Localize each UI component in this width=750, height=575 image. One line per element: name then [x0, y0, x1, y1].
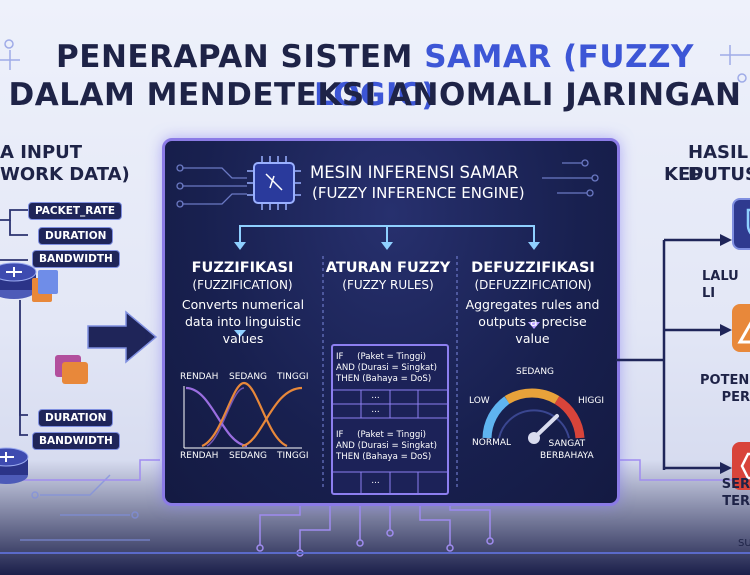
fuzz-top-label-rendah: RENDAH — [180, 372, 219, 382]
gauge-label-low: LOW — [469, 396, 490, 406]
fuzz-bottom-label-tinggi: TINGGI — [277, 451, 309, 461]
output-footer: SU — [738, 538, 750, 549]
fuzzification-desc: Converts numerical data into linguistic … — [181, 297, 305, 346]
gauge-label-high: HIGGI — [578, 396, 605, 406]
output-warning-icon — [732, 304, 750, 352]
engine-subtitle: (FUZZY INFERENCE ENGINE) — [312, 184, 525, 202]
input-label-packet-rate: PACKET_RATE — [28, 202, 123, 220]
output-title: HASIL D — [688, 142, 749, 185]
input-title: A INPUT — [0, 142, 83, 163]
fuzz-top-label-sedang: SEDANG — [229, 372, 268, 382]
gauge-label-sedang: SEDANG — [516, 367, 555, 377]
output-alert-icon — [732, 442, 750, 490]
fuzz-top-label-tinggi: TINGGI — [277, 372, 309, 382]
engine-title: MESIN INFERENSI SAMAR — [310, 163, 519, 182]
rules-heading: ATURAN FUZZY — [325, 260, 451, 276]
rules-sub: (FUZZY RULES) — [342, 278, 434, 292]
output-label-potential: POTENS PER — [700, 373, 750, 405]
input-label-bandwidth-2: BANDWIDTH — [32, 432, 120, 450]
input-arrow-icon — [87, 310, 158, 364]
input-label-bandwidth: BANDWIDTH — [32, 250, 120, 268]
fuzz-bottom-label-rendah: RENDAH — [180, 451, 219, 461]
defuzzification-sub: (DEFUZZIFICATION) — [474, 278, 592, 292]
gauge-icon — [482, 388, 585, 444]
input-label-duration: DURATION — [38, 227, 114, 245]
rules-table: IF (Paket = Tinggi) AND (Durasi = Singka… — [331, 344, 449, 495]
title-line2: DALAM MENDETEKSI ANOMALI JARINGAN — [8, 77, 742, 113]
defuzzification-heading: DEFUZZIFIKASI — [471, 260, 595, 276]
gauge-label-normal: NORMAL — [472, 438, 512, 448]
input-label-duration-2: DURATION — [38, 409, 114, 427]
input-connections — [0, 209, 88, 484]
title-line1-a: PENERAPAN SISTEM — [56, 39, 425, 75]
fuzzification-heading: FUZZIFIKASI — [191, 260, 294, 276]
title-line1-highlight: SAMAR (FUZZY LOGIC) — [314, 39, 694, 113]
rule-2: IF (Paket = Tinggi) AND (Durasi = Singka… — [336, 430, 437, 462]
rule-1: IF (Paket = Tinggi) AND (Durasi = Singka… — [336, 352, 437, 384]
membership-function-chart — [183, 381, 303, 449]
main-title: PENERAPAN SISTEM SAMAR (FUZZY LOGIC) — [0, 38, 750, 114]
fuzz-bottom-label-sedang: SEDANG — [229, 451, 268, 461]
defuzzification-desc: Aggregates rules and outputs a precise v… — [465, 297, 600, 346]
output-label-attack: SER TER — [721, 477, 750, 509]
rule-cell-dots: ... — [371, 405, 380, 415]
rule-cell-dots: ... — [371, 476, 380, 486]
output-subtitle: KEPUTUSA — [664, 164, 750, 185]
rule-cell-dots: ... — [371, 391, 380, 401]
chip-icon — [247, 156, 301, 210]
gauge-label-danger: SANGAT BERBAHAYA — [540, 439, 594, 461]
output-label-normal: LALU LI — [702, 269, 739, 301]
fuzzification-sub: (FUZZIFICATION) — [192, 278, 293, 292]
engine-graphics — [176, 156, 599, 488]
output-normal-icon — [732, 198, 750, 250]
input-subtitle: WORK DATA) — [0, 164, 130, 185]
output-connections — [616, 234, 732, 474]
